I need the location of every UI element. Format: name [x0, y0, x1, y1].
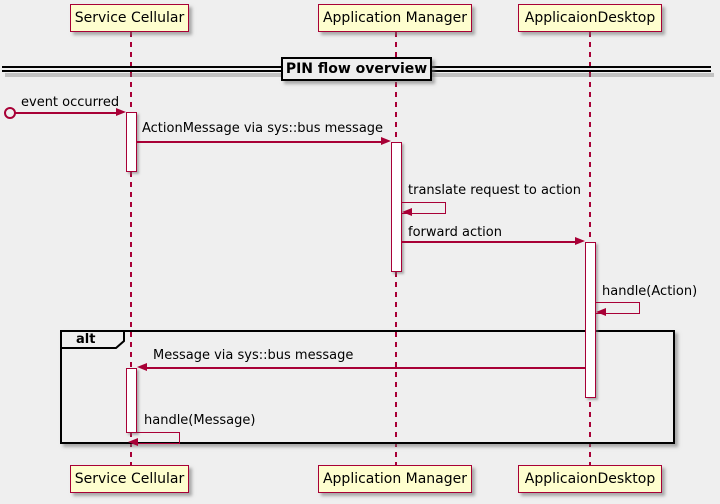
participant-top-applicaion-desktop: ApplicaionDesktop	[518, 4, 662, 32]
arrowhead-left-icon	[402, 208, 412, 216]
message-label: ActionMessage via sys::bus message	[142, 121, 384, 136]
self-message-loop	[402, 202, 446, 214]
message-line	[147, 367, 585, 369]
participant-label: Service Cellular	[74, 471, 185, 487]
self-message-loop	[596, 302, 640, 314]
alt-fragment-operator: alt	[76, 332, 96, 347]
message-line	[137, 141, 382, 143]
participant-bottom-applicaion-desktop: ApplicaionDesktop	[518, 465, 662, 493]
participant-label: ApplicaionDesktop	[524, 471, 656, 487]
participant-label: Service Cellular	[74, 10, 185, 26]
activation-service-cellular-2	[126, 368, 137, 433]
divider-title-box: PIN flow overview	[281, 57, 432, 81]
participant-label: Application Manager	[322, 471, 468, 487]
participant-top-service-cellular: Service Cellular	[70, 4, 189, 32]
message-label: handle(Action)	[602, 284, 698, 299]
arrowhead-left-icon	[596, 308, 606, 316]
message-label: Message via sys::bus message	[153, 348, 354, 363]
activation-service-cellular-1	[126, 112, 137, 172]
participant-bottom-service-cellular: Service Cellular	[70, 465, 189, 493]
participant-top-application-manager: Application Manager	[318, 4, 472, 32]
message-line	[15, 112, 117, 114]
arrowhead-right-icon	[575, 237, 585, 245]
message-label: handle(Message)	[144, 413, 256, 428]
arrowhead-right-icon	[116, 108, 126, 116]
alt-fragment-tab-icon	[60, 330, 125, 349]
divider-title: PIN flow overview	[285, 61, 428, 77]
message-line	[402, 241, 576, 243]
self-message-loop	[137, 432, 180, 444]
participant-label: ApplicaionDesktop	[524, 10, 656, 26]
participant-bottom-application-manager: Application Manager	[318, 465, 472, 493]
message-label: forward action	[408, 225, 502, 240]
activation-application-manager	[391, 142, 402, 272]
lifeline-service-cellular	[130, 32, 132, 465]
participant-label: Application Manager	[322, 10, 468, 26]
message-label: event occurred	[21, 95, 120, 110]
alt-fragment-frame	[60, 330, 675, 444]
arrowhead-left-icon	[137, 363, 147, 371]
arrowhead-left-icon	[128, 438, 138, 446]
activation-applicaion-desktop	[585, 242, 596, 398]
message-label: translate request to action	[408, 183, 581, 198]
arrowhead-right-icon	[381, 137, 391, 145]
